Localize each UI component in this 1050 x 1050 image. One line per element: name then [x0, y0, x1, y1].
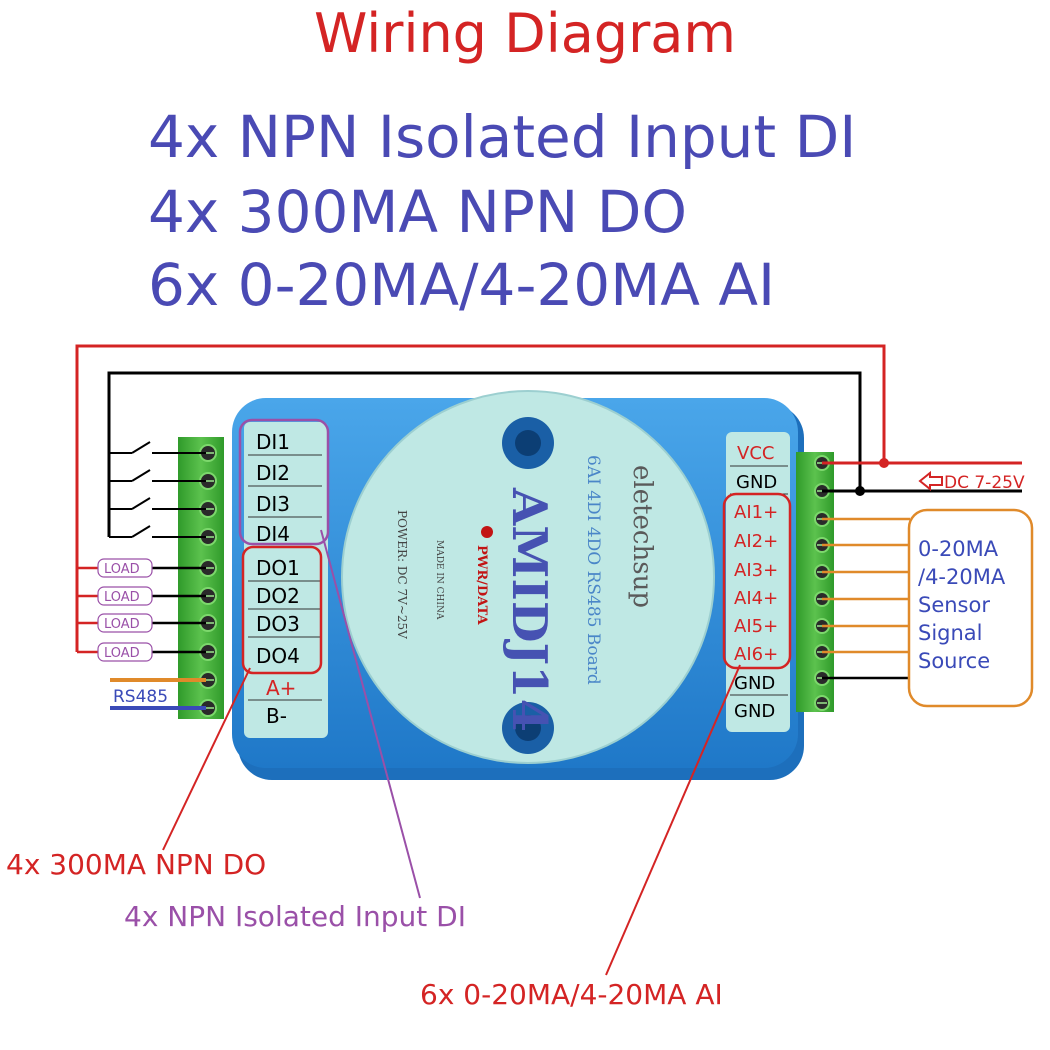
sensor-line-1: 0-20MA: [918, 537, 999, 561]
di-highlight-frame: [238, 418, 330, 546]
sensor-line-3: Sensor: [918, 593, 990, 617]
left-terminal-block: [178, 437, 224, 719]
spec-line-di: 4x NPN Isolated Input DI: [148, 103, 857, 171]
status-led: [481, 526, 493, 538]
module-body: [232, 390, 804, 780]
module-subtitle: 6AI 4DI 4DO RS485 Board: [583, 455, 603, 685]
load-label-2: LOAD: [104, 590, 140, 605]
load-label-4: LOAD: [104, 646, 140, 661]
pin-label-ai3: AI3+: [734, 560, 778, 581]
spec-line-do: 4x 300MA NPN DO: [148, 178, 688, 246]
ai-leader-line: [605, 664, 741, 976]
pin-label-gnd-2: GND: [734, 673, 775, 694]
gnd-supply-wire: [107, 371, 862, 537]
pin-label-ai1: AI1+: [734, 502, 778, 523]
pin-label-gnd-3: GND: [734, 701, 775, 722]
diagram-title: Wiring Diagram: [314, 2, 736, 65]
module-brand: eletechsup: [627, 465, 657, 608]
vcc-supply-wire: [75, 344, 886, 652]
pin-label-di2: DI2: [256, 461, 290, 485]
pin-label-do3: DO3: [256, 612, 300, 636]
pin-label-di1: DI1: [256, 430, 290, 454]
di-leader-line: [320, 529, 421, 899]
power-label: DC 7-25V: [944, 473, 1025, 493]
pin-label-do1: DO1: [256, 556, 300, 580]
power-arrow-icon: [918, 470, 943, 492]
pin-label-do2: DO2: [256, 584, 300, 608]
do-callout: 4x 300MA NPN DO: [6, 848, 267, 881]
di-switches: [109, 441, 206, 538]
pin-label-a-plus: A+: [266, 676, 296, 700]
load-box-2: [97, 586, 153, 606]
pin-label-ai2: AI2+: [734, 531, 778, 552]
load-box-3: [97, 613, 153, 633]
pin-label-ai5: AI5+: [734, 616, 778, 637]
do-highlight-frame: [241, 545, 323, 675]
pin-label-do4: DO4: [256, 644, 300, 668]
ai-callout: 6x 0-20MA/4-20MA AI: [420, 978, 723, 1011]
sensor-line-4: Signal: [918, 621, 983, 645]
pin-label-vcc: VCC: [737, 443, 774, 464]
pin-label-di3: DI3: [256, 492, 290, 516]
module-model: AMIDJ14: [501, 487, 557, 732]
load-box-4: [97, 642, 153, 662]
sensor-line-5: Source: [918, 649, 990, 673]
module-made-in: MADE IN CHINA: [434, 540, 444, 620]
led-label: PWR/DATA: [474, 545, 489, 626]
right-terminal-block: [796, 452, 834, 712]
pin-label-ai6: AI6+: [734, 644, 778, 665]
pin-label-b-minus: B-: [266, 704, 287, 728]
right-label-panel: [726, 432, 790, 732]
rs485-label: RS485: [113, 687, 168, 707]
load-label-3: LOAD: [104, 617, 140, 632]
load-box-1: [97, 558, 153, 578]
spec-line-ai: 6x 0-20MA/4-20MA AI: [148, 251, 776, 319]
module-power: POWER: DC 7V~25V: [395, 510, 409, 639]
left-label-panel: [244, 422, 328, 738]
do-leader-line: [162, 667, 251, 851]
di-callout: 4x NPN Isolated Input DI: [124, 900, 466, 933]
load-label-1: LOAD: [104, 562, 140, 577]
sensor-line-2: /4-20MA: [918, 565, 1006, 589]
ai-highlight-frame: [722, 492, 792, 670]
pin-label-gnd-1: GND: [736, 472, 777, 493]
center-label-disk: [341, 390, 715, 764]
sensor-source-box: [907, 508, 1034, 708]
pin-label-di4: DI4: [256, 522, 290, 546]
pin-label-ai4: AI4+: [734, 588, 778, 609]
